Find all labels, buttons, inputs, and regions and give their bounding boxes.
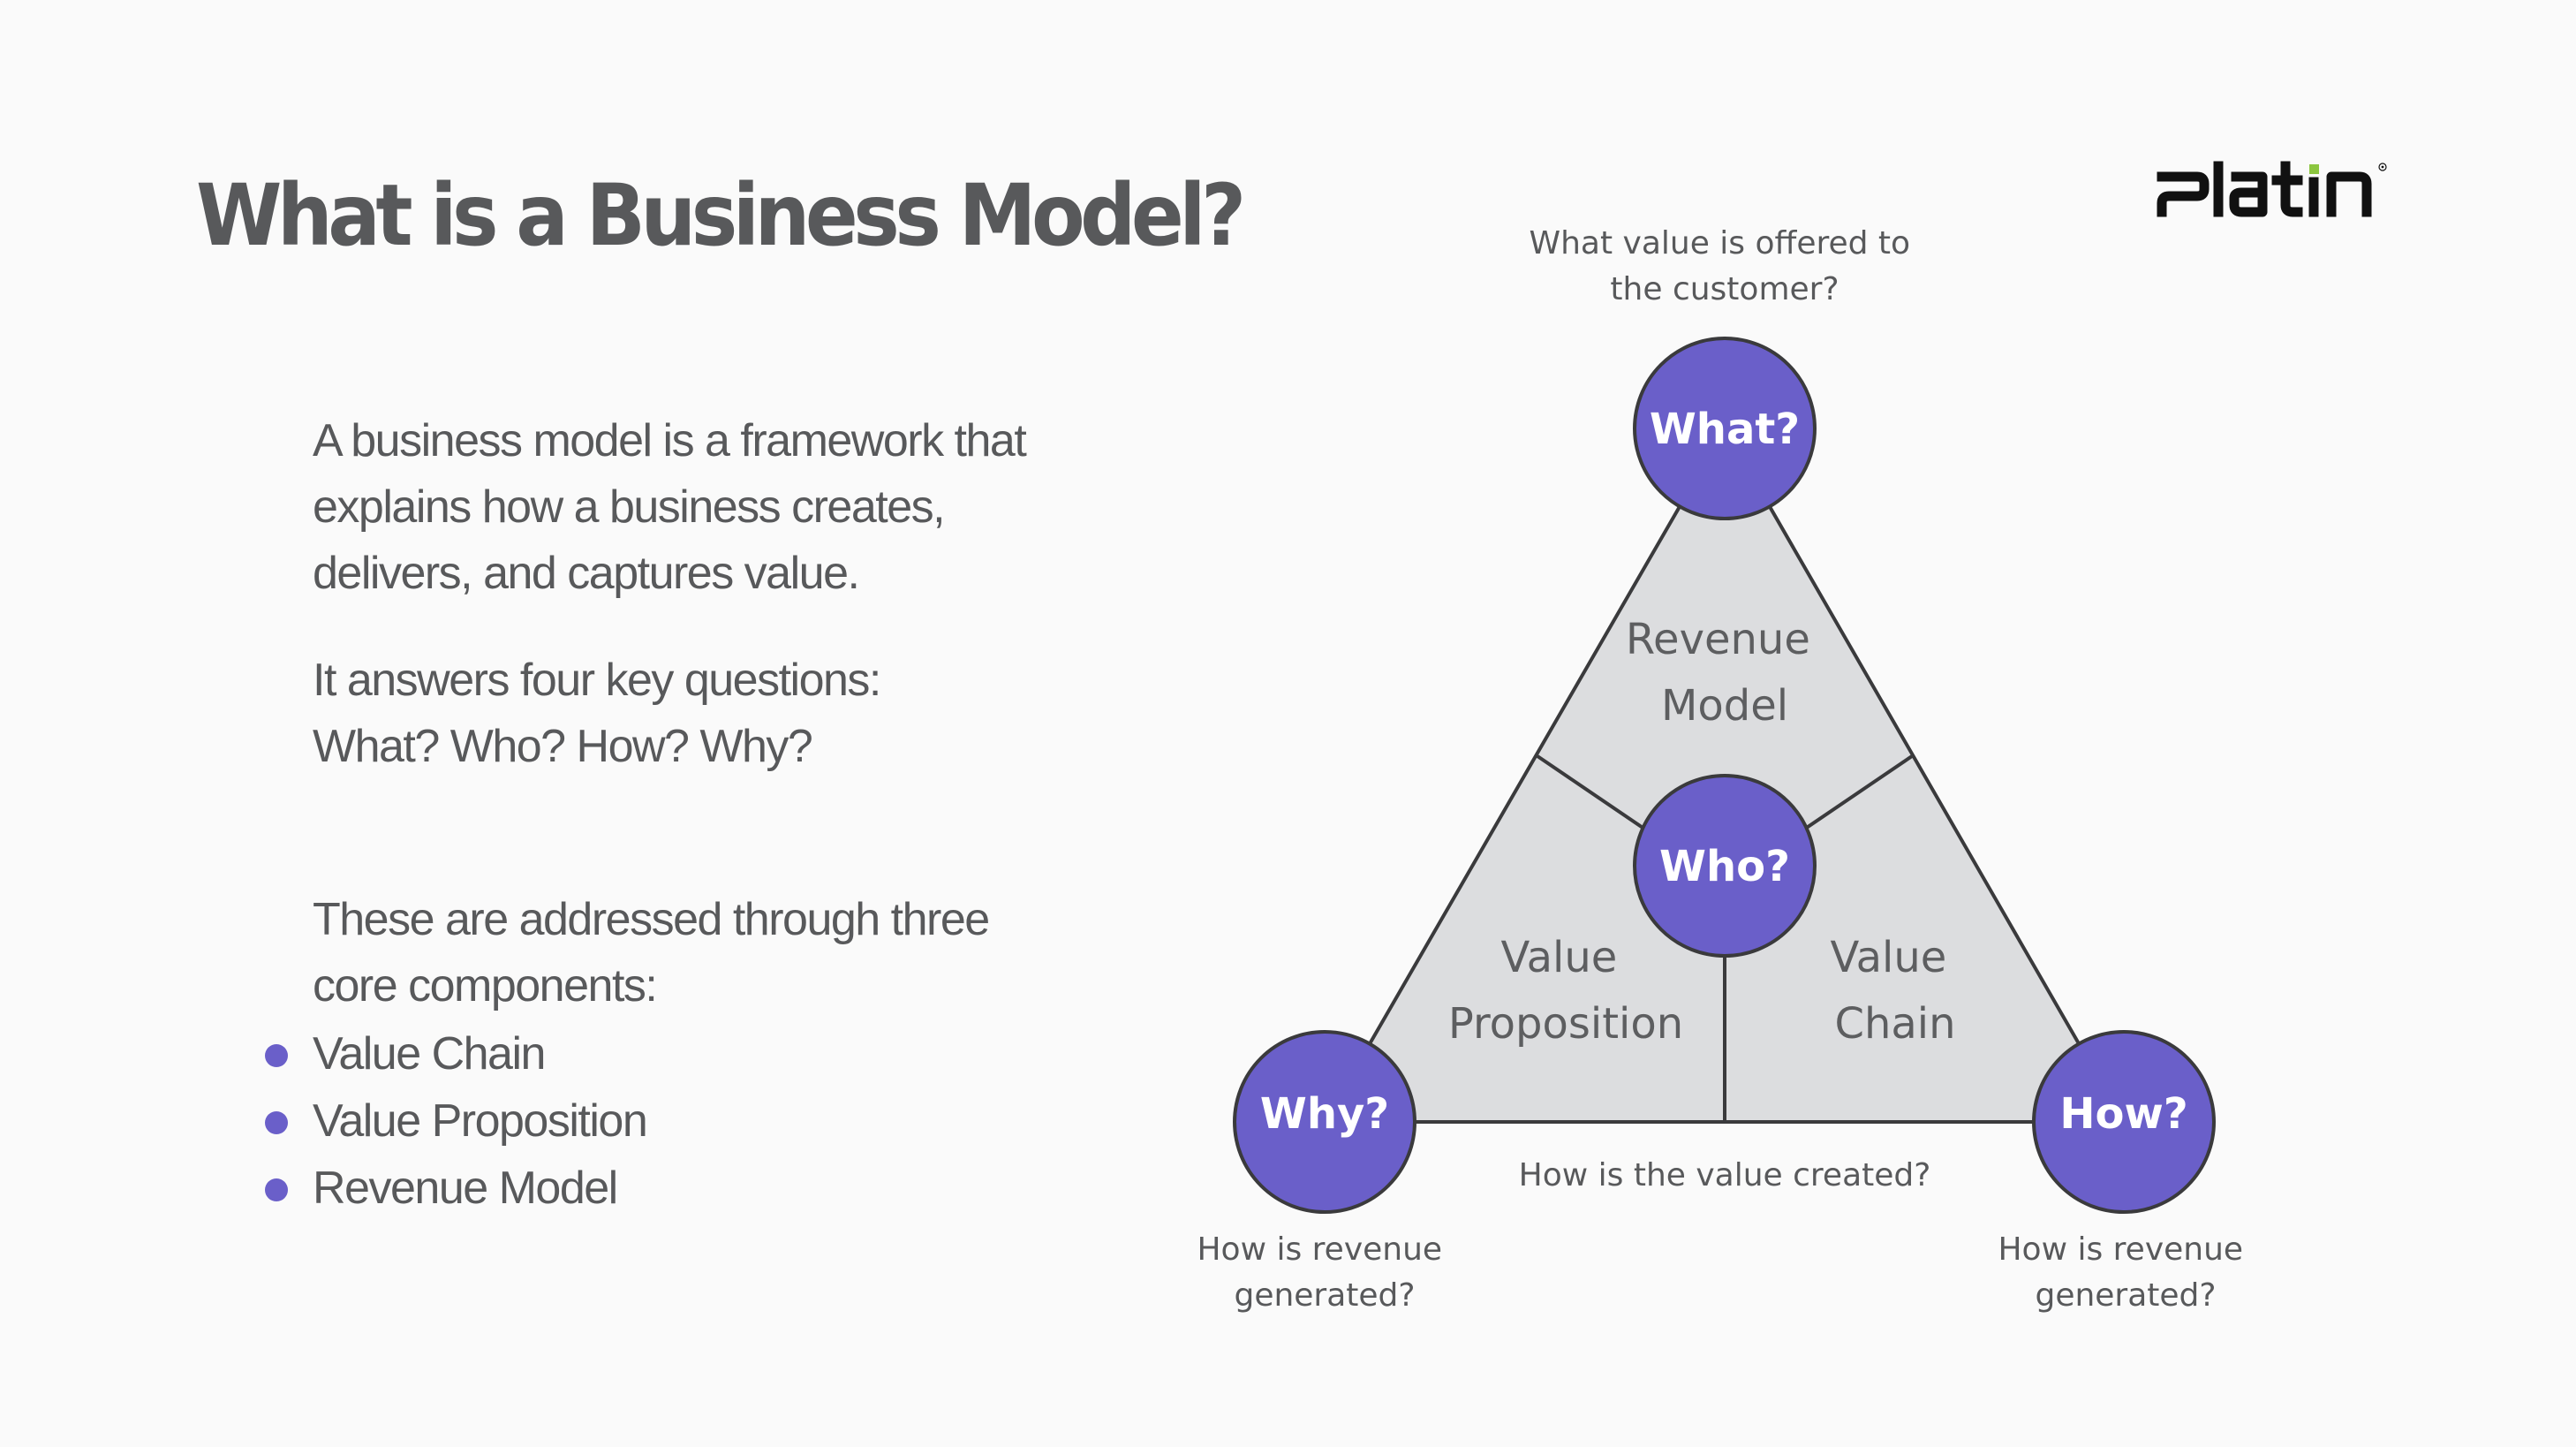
segment-label-revenue-model: Revenue Model [1626, 615, 1824, 731]
node-how: How? [2032, 1030, 2216, 1214]
intro-line: A business model is a framework that [313, 415, 1027, 466]
logo-accent-dot [2309, 164, 2319, 174]
node-who: Who? [1633, 774, 1817, 958]
slide-title: What is a Business Model? [196, 166, 1246, 265]
intro-line: These are addressed through three [313, 894, 990, 945]
intro-line: What? Who? How? Why? [313, 721, 813, 772]
component-label: Value Proposition [313, 1095, 648, 1147]
node-what-label: What? [1650, 405, 1800, 454]
question-left: How is revenue generated? [1197, 1231, 1452, 1314]
intro-line: It answers four key questions: [313, 655, 881, 706]
list-item: Revenue Model [265, 1155, 646, 1222]
node-who-label: Who? [1659, 842, 1790, 891]
segment-label-value-chain: Value Chain [1830, 933, 1960, 1049]
list-item: Value Chain [265, 1020, 646, 1087]
node-what: What? [1633, 337, 1817, 520]
question-bottom: How is the value created? [1519, 1157, 1931, 1193]
node-why: Why? [1233, 1030, 1416, 1214]
intro-paragraph-questions: It answers four key questions: What? Who… [313, 648, 881, 780]
bullet-icon [265, 1044, 288, 1067]
bullet-icon [265, 1111, 288, 1134]
intro-line: delivers, and captures value. [313, 548, 860, 599]
intro-paragraph-definition: A business model is a framework that exp… [313, 408, 1027, 607]
intro-line: core components: [313, 960, 658, 1011]
component-label: Value Chain [313, 1028, 546, 1080]
list-item: Value Proposition [265, 1087, 648, 1155]
question-top: What value is offered to the customer? [1529, 225, 1920, 307]
platin-logo [2157, 161, 2387, 217]
segment-label-value-proposition: Value Proposition [1448, 933, 1683, 1049]
intro-paragraph-components: These are addressed through three core c… [313, 887, 990, 1019]
components-list: Value Chain Value Proposition Revenue Mo… [265, 1020, 648, 1222]
intro-line: explains how a business creates, [313, 481, 946, 533]
component-label: Revenue Model [313, 1163, 618, 1214]
bullet-icon [265, 1178, 288, 1201]
node-why-label: Why? [1260, 1089, 1389, 1139]
node-how-label: How? [2059, 1089, 2187, 1139]
question-right: How is revenue generated? [1998, 1231, 2253, 1314]
